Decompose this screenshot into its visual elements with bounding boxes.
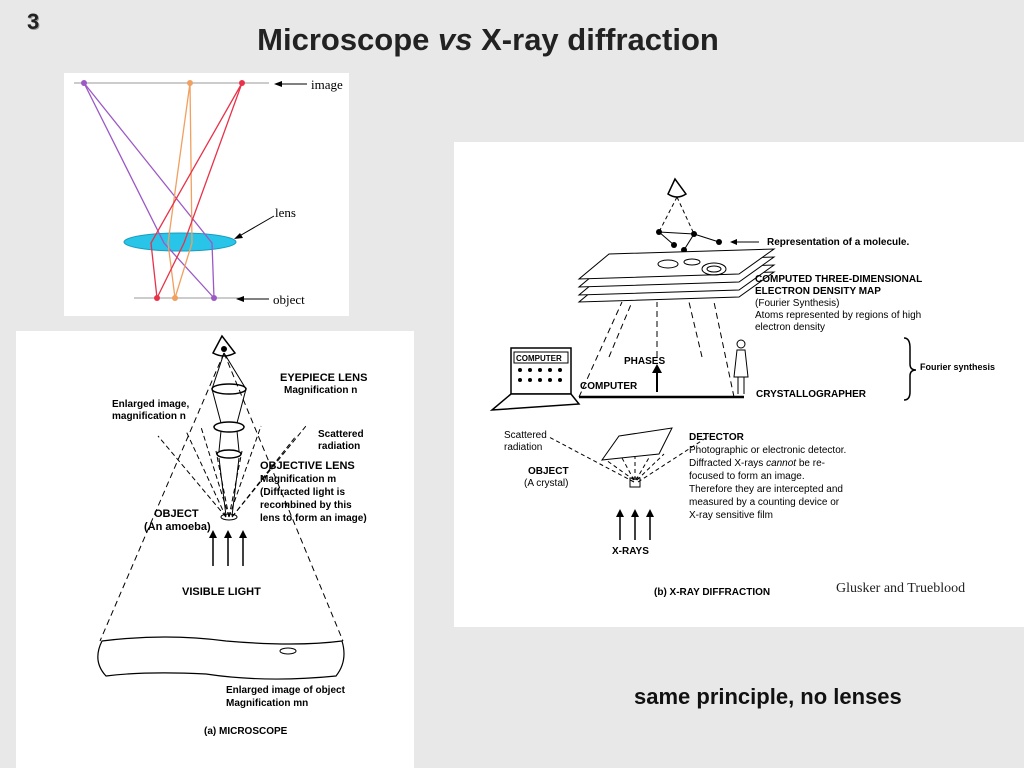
- density-l1: COMPUTED THREE-DIMENSIONAL: [755, 274, 922, 285]
- crystallographer-label: CRYSTALLOGRAPHER: [756, 389, 867, 400]
- computer-label: COMPUTER: [580, 381, 638, 392]
- enlarged-line1: Enlarged image,: [112, 399, 189, 410]
- det-l3: focused to form an image.: [689, 471, 805, 482]
- fourier-label: Fourier synthesis: [920, 362, 995, 372]
- object-l2: (A crystal): [524, 478, 568, 489]
- det-l5: measured by a counting device or: [689, 497, 840, 508]
- det-l6: X-ray sensitive film: [689, 510, 773, 521]
- detector-label: DETECTOR: [689, 432, 745, 443]
- objective-l3: recombined by this: [260, 500, 352, 511]
- object-line2: (An amoeba): [144, 521, 211, 533]
- density-l2: ELECTRON DENSITY MAP: [755, 286, 881, 297]
- lens-ray-svg: image lens object: [74, 77, 343, 307]
- xray-diffraction-diagram: Representation of a molecule. COMPUTED T…: [454, 142, 1024, 627]
- xray-caption: (b) X-RAY DIFFRACTION: [654, 587, 770, 598]
- title-prefix: Microscope: [257, 22, 439, 57]
- lens-ellipse: [123, 232, 237, 252]
- scattered-line1: Scattered: [318, 429, 364, 440]
- scattered-l1: Scattered: [504, 430, 547, 441]
- conclusion-text: same principle, no lenses: [634, 684, 902, 709]
- density-l4: Atoms represented by regions of high: [755, 310, 921, 321]
- det-l4: Therefore they are intercepted and: [689, 484, 843, 495]
- objective-l1: Magnification m: [260, 474, 336, 485]
- microscope-caption: (a) MICROSCOPE: [204, 726, 288, 737]
- slide-title: Microscope vs X-ray diffraction: [0, 22, 976, 58]
- microscope-svg: EYEPIECE LENS Magnification n Enlarged i…: [97, 334, 367, 737]
- slide-number: 3: [27, 9, 40, 34]
- label-image: image: [311, 77, 343, 92]
- xray-svg: Representation of a molecule. COMPUTED T…: [489, 177, 995, 598]
- credit-text: Glusker and Trueblood: [836, 581, 966, 596]
- lens-ray-diagram: image lens object: [64, 73, 349, 316]
- density-l5: electron density: [755, 322, 825, 333]
- scattered-l2: radiation: [504, 442, 542, 453]
- eyepiece-mag: Magnification n: [284, 385, 357, 396]
- computer-screen-label: COMPUTER: [516, 354, 562, 363]
- enlarged-line2: magnification n: [112, 411, 186, 422]
- final-line2: Magnification mn: [226, 698, 308, 709]
- label-lens: lens: [275, 205, 296, 220]
- scattered-line2: radiation: [318, 441, 360, 452]
- representation-label: Representation of a molecule.: [767, 237, 909, 248]
- object-line1: OBJECT: [154, 508, 199, 520]
- title-vs: vs: [438, 22, 473, 57]
- objective-l2: (Diffracted light is: [260, 487, 345, 498]
- objective-title: OBJECTIVE LENS: [260, 460, 355, 472]
- label-object: object: [273, 292, 305, 307]
- objective-l4: lens to form an image): [260, 513, 367, 524]
- microscope-diagram: EYEPIECE LENS Magnification n Enlarged i…: [16, 331, 414, 768]
- title-suffix: X-ray diffraction: [472, 22, 719, 57]
- final-line1: Enlarged image of object: [226, 685, 346, 696]
- eyepiece-title: EYEPIECE LENS: [280, 372, 367, 384]
- det-l2: Diffracted X-rays cannot be re-: [689, 458, 825, 469]
- xrays-label: X-RAYS: [612, 546, 649, 557]
- density-l3: (Fourier Synthesis): [755, 298, 839, 309]
- object-l1: OBJECT: [528, 466, 569, 477]
- visible-light: VISIBLE LIGHT: [182, 586, 261, 598]
- phases-label: PHASES: [624, 356, 665, 367]
- det-l1: Photographic or electronic detector.: [689, 445, 846, 456]
